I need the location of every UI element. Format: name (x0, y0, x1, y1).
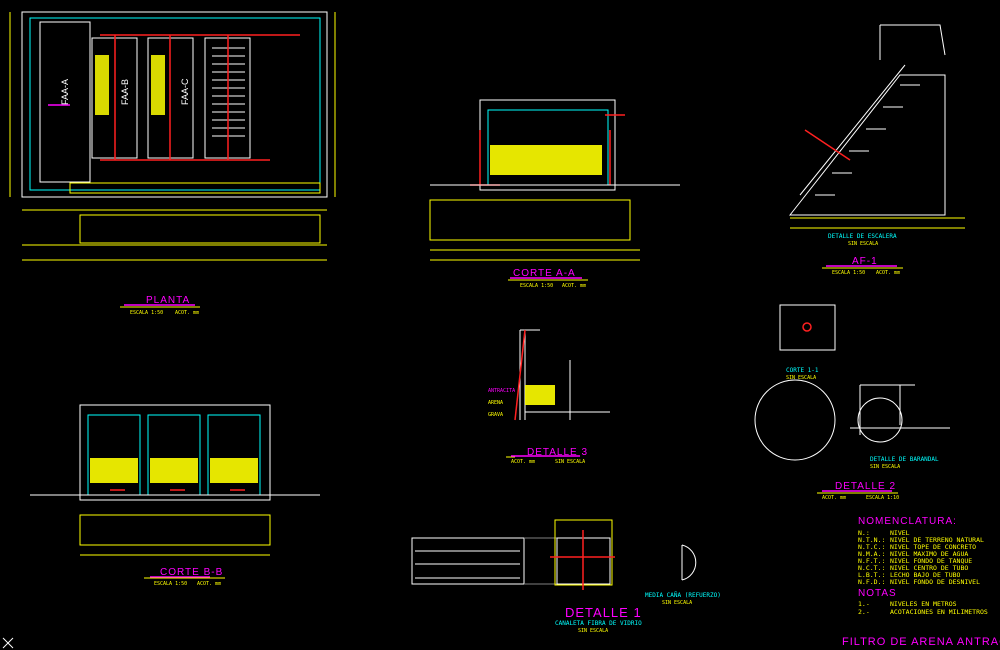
layer-antracita: ANTRACITA (488, 388, 515, 394)
tank-label-b: FAA-B (120, 79, 130, 105)
nota-num: 2.- (858, 608, 870, 616)
tank-label-a: FAA-A (60, 79, 70, 105)
corte11-scale: SIN ESCALA (786, 375, 816, 381)
nom-abbr: N.T.N.: (858, 536, 885, 544)
media-cana-note: SIN ESCALA (662, 600, 692, 606)
nomenclatura-block: NOMENCLATURA: N.: NIVEL N.T.N.: NIVEL DE… (858, 516, 988, 616)
corte11-title: CORTE 1-1 (786, 367, 819, 374)
nom-desc: NIVEL FONDO DE DESNIVEL (890, 578, 980, 586)
nomenclatura-title: NOMENCLATURA: (858, 516, 957, 527)
nom-desc: LECHO BAJO DE TUBO (890, 571, 961, 579)
detalle2-subtitle: DETALLE DE BARANDAL (870, 456, 939, 463)
detalle3-view: ANTRACITA ARENA GRAVA DETALLE 3 ACOT. mm… (488, 329, 610, 465)
detalle2-subnote: SIN ESCALA (870, 464, 900, 470)
corte-aa-units: ACOT. mm (562, 283, 586, 289)
layer-grava: GRAVA (488, 412, 503, 418)
nom-abbr: N.T.C.: (858, 543, 885, 551)
corte-aa-view: CORTE A-A ESCALA 1:50 ACOT. mm (429, 99, 680, 289)
corte-aa-title: CORTE A-A (513, 268, 576, 279)
drawing-title: FILTRO DE ARENA ANTRACITA (842, 636, 1000, 648)
af1-view: DETALLE DE ESCALERA SIN ESCALA AF-1 ESCA… (788, 24, 965, 276)
nom-desc: NIVEL MAXIMO DE AGUA (890, 550, 968, 558)
nom-abbr: N.M.A.: (858, 550, 885, 558)
planta-units: ACOT. mm (175, 310, 199, 316)
nota-num: 1.- (858, 600, 870, 608)
nota-text: ACOTACIONES EN MILIMETROS (890, 608, 988, 616)
media-cana-label: MEDIA CAÑA (REFUERZO) (645, 592, 721, 599)
corte-bb-units: ACOT. mm (197, 581, 221, 587)
detalle3-units: ACOT. mm (511, 459, 535, 465)
af1-scale: ESCALA 1:50 (832, 270, 865, 276)
corte-bb-scale: ESCALA 1:50 (154, 581, 187, 587)
detalle1-subnote: SIN ESCALA (578, 628, 608, 634)
detalle2-units: ACOT. mm (822, 495, 846, 501)
planta-title: PLANTA (146, 295, 190, 306)
nom-abbr: N.F.D.: (858, 578, 885, 586)
detalle1-title: DETALLE 1 (565, 605, 642, 620)
nom-desc: NIVEL FONDO DE TANQUE (890, 557, 972, 565)
layer-arena: ARENA (488, 400, 503, 406)
detalle1-view: MEDIA CAÑA (REFUERZO) SIN ESCALA DETALLE… (411, 519, 721, 634)
af1-subtitle: DETALLE DE ESCALERA (828, 233, 897, 240)
nota-text: NIVELES EN METROS (890, 600, 957, 608)
nom-desc: NIVEL (890, 529, 910, 537)
detalle3-title: DETALLE 3 (527, 447, 588, 458)
nom-abbr: N.F.T.: (858, 557, 885, 565)
nom-abbr: N.: (858, 529, 870, 537)
notas-title: NOTAS (858, 588, 897, 599)
af1-units: ACOT. mm (876, 270, 900, 276)
nom-desc: NIVEL CENTRO DE TUBO (890, 564, 968, 572)
nom-abbr: N.C.T.: (858, 564, 885, 572)
planta-scale: ESCALA 1:50 (130, 310, 163, 316)
nomenclatura-list: N.: NIVEL N.T.N.: NIVEL DE TERRENO NATUR… (858, 529, 984, 586)
detalle1-subtitle: CANALETA FIBRA DE VIDRIO (555, 620, 642, 627)
tank-label-c: FAA-C (180, 78, 190, 105)
corte-bb-view: CORTE B-B ESCALA 1:50 ACOT. mm (30, 404, 320, 587)
ucs-icon (2, 637, 14, 649)
nom-desc: NIVEL TOPE DE CONCRETO (890, 543, 976, 551)
af1-subnote: SIN ESCALA (848, 241, 878, 247)
nom-desc: NIVEL DE TERRENO NATURAL (890, 536, 984, 544)
detalle2-scale: ESCALA 1:10 (866, 495, 899, 501)
detalle3-scale: SIN ESCALA (555, 459, 585, 465)
corte-aa-scale: ESCALA 1:50 (520, 283, 553, 289)
corte-bb-title: CORTE B-B (160, 567, 223, 578)
af1-title: AF-1 (852, 256, 878, 267)
nom-abbr: L.B.T.: (858, 571, 885, 579)
detalle2-title: DETALLE 2 (835, 481, 896, 492)
planta-view: FAA-A FAA-B FAA-C PLANTA ESCALA 1:50 ACO… (9, 11, 336, 316)
detalle2-view: CORTE 1-1 SIN ESCALA DETALLE DE BARANDAL… (754, 304, 950, 501)
